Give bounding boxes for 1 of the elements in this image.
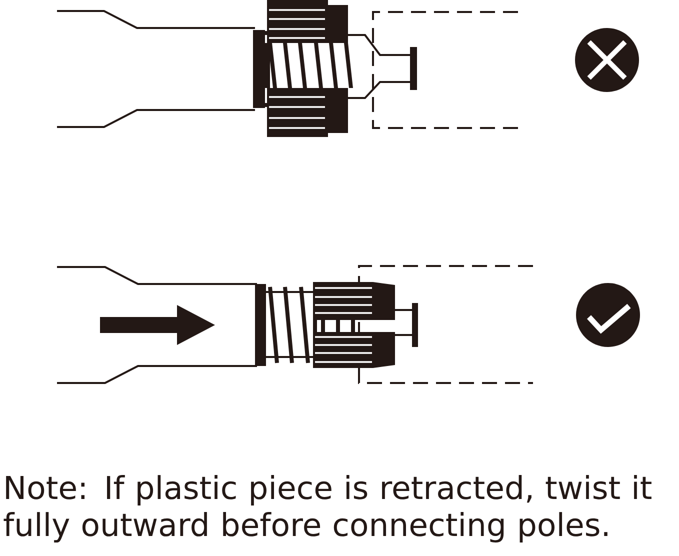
note-text: Note: If plastic piece is retracted, twist it fully outward before connecting poles. [4,475,652,543]
